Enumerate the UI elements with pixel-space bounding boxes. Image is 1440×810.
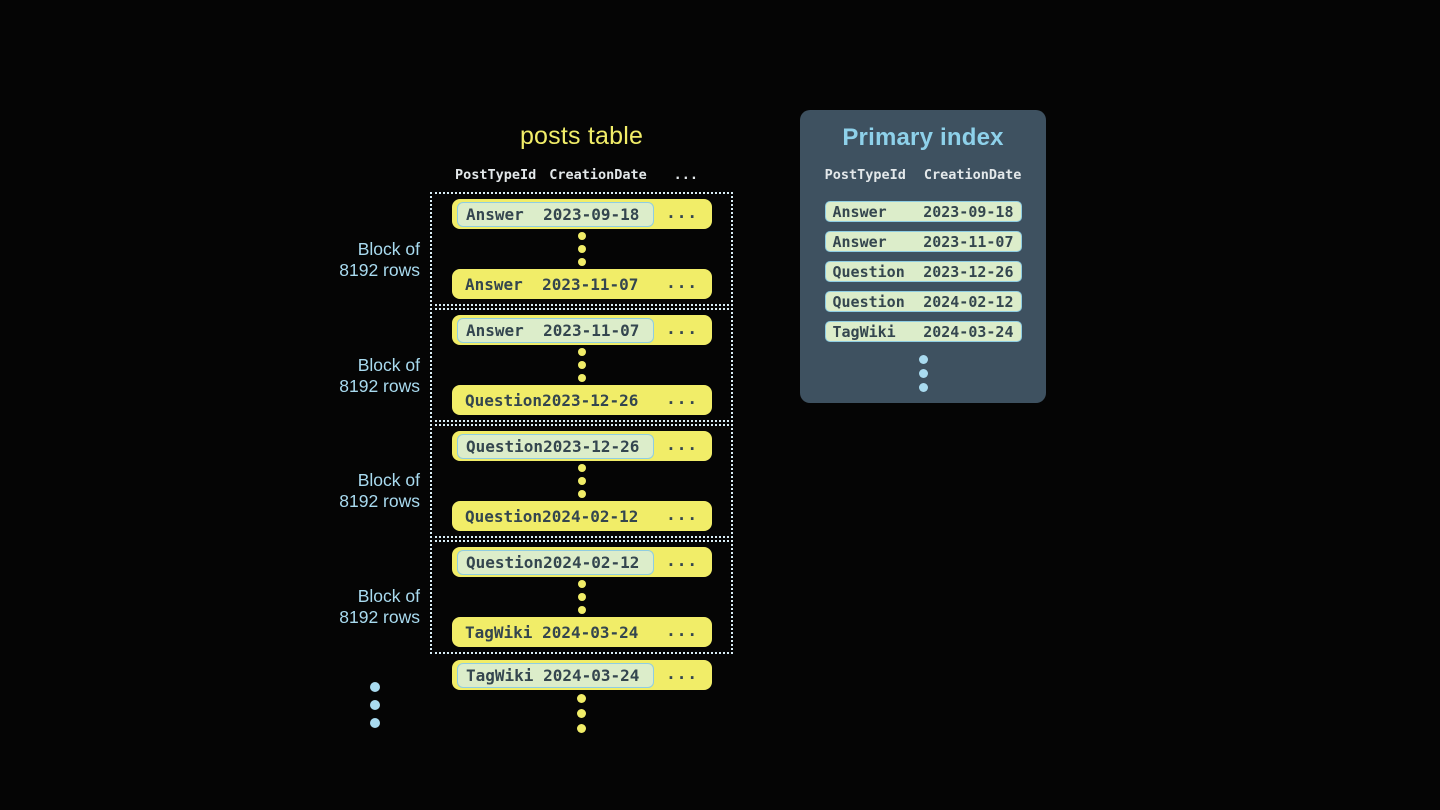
table-row: Answer 2023-11-07 ... <box>452 269 712 299</box>
row-ellipsis: ... <box>666 551 698 570</box>
index-continuation-dots <box>800 355 1046 392</box>
index-row-posttypeid: Answer <box>832 232 887 251</box>
row-ellipsis: ... <box>666 319 698 338</box>
row-posttypeid: Question <box>465 390 543 410</box>
posts-header-posttypeid: PostTypeId <box>455 167 537 183</box>
row-creationdate: 2023-11-07 <box>543 320 640 340</box>
row-creationdate: 2024-03-24 <box>542 622 639 642</box>
posts-table-column-headers: PostTypeId CreationDate ... <box>452 167 712 183</box>
row-ellipsis: ... <box>666 621 698 640</box>
table-row-highlighted: TagWiki 2024-03-24 ... <box>452 660 712 690</box>
index-key-highlight: TagWiki 2024-03-24 <box>457 662 654 688</box>
block-label-3: Block of 8192 rows <box>230 470 420 512</box>
row-ellipsis: ... <box>666 389 698 408</box>
row-posttypeid: TagWiki <box>465 622 533 642</box>
index-row-posttypeid: Answer <box>832 202 887 221</box>
row-posttypeid: Answer <box>466 204 524 224</box>
block-label-line1: Block of <box>357 586 420 606</box>
index-key-highlight: Answer 2023-11-07 <box>457 317 654 343</box>
index-row-posttypeid: Question <box>832 262 905 281</box>
index-key-highlight: Question 2024-02-12 <box>457 549 654 575</box>
index-key-highlight: Question 2023-12-26 <box>457 433 654 459</box>
index-row-posttypeid: TagWiki <box>832 322 896 341</box>
block-label-line2: 8192 rows <box>339 491 420 511</box>
table-row-highlighted: Question 2024-02-12 ... <box>452 547 712 577</box>
block-4: Question 2024-02-12 ... TagWiki 2024-03-… <box>430 540 733 654</box>
index-row-creationdate: 2023-12-26 <box>923 262 1014 281</box>
block-label-line2: 8192 rows <box>339 376 420 396</box>
block-2: Answer 2023-11-07 ... Question 2023-12-2… <box>430 308 733 422</box>
row-creationdate: 2023-09-18 <box>543 204 640 224</box>
index-key-highlight: Answer 2023-09-18 <box>457 201 654 227</box>
block-label-2: Block of 8192 rows <box>230 355 420 397</box>
row-ellipsis-dots <box>452 464 712 498</box>
row-ellipsis: ... <box>666 664 698 683</box>
index-row: Answer 2023-11-07 <box>824 231 1022 252</box>
row-creationdate: 2023-12-26 <box>543 436 640 456</box>
posts-header-ellipsis: ... <box>673 167 698 183</box>
blocks-continuation-dots <box>370 682 380 728</box>
index-row-creationdate: 2023-09-18 <box>923 202 1014 221</box>
posts-table-title: posts table <box>519 122 644 150</box>
index-row: Question 2023-12-26 <box>824 261 1022 282</box>
primary-index-panel: Primary index PostTypeId CreationDate An… <box>800 110 1046 403</box>
row-ellipsis: ... <box>666 505 698 524</box>
row-posttypeid: Answer <box>465 274 523 294</box>
block-label-line1: Block of <box>357 470 420 490</box>
table-row: TagWiki 2024-03-24 ... <box>452 617 712 647</box>
primary-index-rows: Answer 2023-09-18 Answer 2023-11-07 Ques… <box>800 201 1046 342</box>
index-row: Answer 2023-09-18 <box>824 201 1022 222</box>
row-posttypeid: TagWiki <box>466 665 534 685</box>
block-label-line1: Block of <box>357 355 420 375</box>
table-row-highlighted: Answer 2023-11-07 ... <box>452 315 712 345</box>
block-3: Question 2023-12-26 ... Question 2024-02… <box>430 424 733 538</box>
row-creationdate: 2024-02-12 <box>542 506 639 526</box>
index-row-creationdate: 2024-03-24 <box>923 322 1014 341</box>
row-creationdate: 2023-11-07 <box>542 274 639 294</box>
primary-index-title: Primary index <box>842 124 1004 151</box>
row-ellipsis: ... <box>666 435 698 454</box>
index-header-creationdate: CreationDate <box>923 167 1022 183</box>
block-label-line2: 8192 rows <box>339 607 420 627</box>
row-posttypeid: Answer <box>466 320 524 340</box>
row-ellipsis-dots <box>452 348 712 382</box>
row-posttypeid: Question <box>466 436 544 456</box>
row-creationdate: 2024-03-24 <box>543 665 640 685</box>
index-header-posttypeid: PostTypeId <box>824 167 906 183</box>
row-creationdate: 2023-12-26 <box>542 390 639 410</box>
posts-table-blocks: Answer 2023-09-18 ... Answer 2023-11-07 … <box>430 192 733 656</box>
table-row: Question 2023-12-26 ... <box>452 385 712 415</box>
index-row: Question 2024-02-12 <box>824 291 1022 312</box>
row-ellipsis: ... <box>666 203 698 222</box>
table-row: Question 2024-02-12 ... <box>452 501 712 531</box>
block-label-4: Block of 8192 rows <box>230 586 420 628</box>
row-creationdate: 2024-02-12 <box>543 552 640 572</box>
row-ellipsis-dots <box>452 580 712 614</box>
block-label-line2: 8192 rows <box>339 260 420 280</box>
table-row-highlighted: Answer 2023-09-18 ... <box>452 199 712 229</box>
block-label-1: Block of 8192 rows <box>230 239 420 281</box>
index-row-posttypeid: Question <box>832 292 905 311</box>
block-label-line1: Block of <box>357 239 420 259</box>
table-row-highlighted: Question 2023-12-26 ... <box>452 431 712 461</box>
row-posttypeid: Question <box>466 552 544 572</box>
row-ellipsis: ... <box>666 273 698 292</box>
index-row-creationdate: 2023-11-07 <box>923 232 1014 251</box>
index-row-creationdate: 2024-02-12 <box>923 292 1014 311</box>
posts-header-creationdate: CreationDate <box>549 167 647 183</box>
block-1: Answer 2023-09-18 ... Answer 2023-11-07 … <box>430 192 733 306</box>
row-posttypeid: Question <box>465 506 543 526</box>
primary-index-column-headers: PostTypeId CreationDate <box>800 167 1046 183</box>
index-row: TagWiki 2024-03-24 <box>824 321 1022 342</box>
table-continuation-dots <box>577 694 586 733</box>
row-ellipsis-dots <box>452 232 712 266</box>
